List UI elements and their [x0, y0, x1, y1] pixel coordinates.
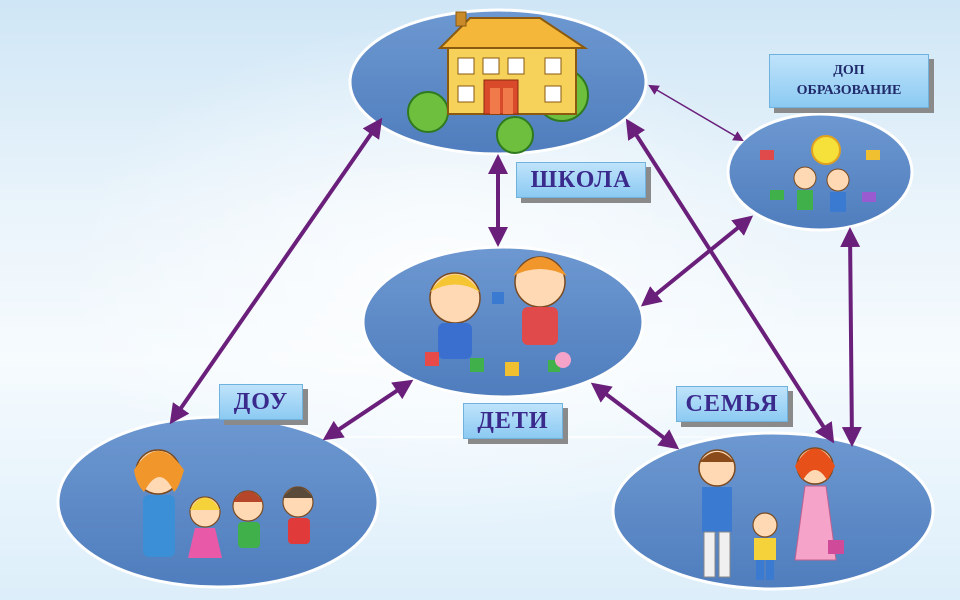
- arrow-extra-family: [840, 227, 862, 447]
- children-ellipse: [361, 245, 645, 399]
- arrow-children-extra: [640, 215, 754, 307]
- extra-education-ellipse: [726, 112, 914, 232]
- label-children: ДЕТИ: [463, 403, 563, 439]
- label-extra-line2: ОБРАЗОВАНИЕ: [796, 83, 902, 98]
- label-family: СЕМЬЯ: [676, 386, 788, 422]
- label-extra-line1: ДОП: [833, 63, 865, 78]
- kindergarten-ellipse: [56, 415, 380, 589]
- arrow-school-extra: [648, 84, 744, 142]
- label-kindergarten: ДОУ: [219, 384, 303, 420]
- extra-education-illustration: [760, 135, 880, 212]
- children-illustration: [425, 256, 571, 376]
- arrow-kindergarten-school: [169, 117, 383, 425]
- school-illustration: [407, 11, 589, 154]
- kindergarten-illustration: [134, 449, 314, 558]
- family-illustration: [698, 447, 844, 580]
- arrow-children-kindergarten: [322, 379, 414, 441]
- label-school: ШКОЛА: [516, 162, 646, 198]
- arrow-children-family: [590, 382, 680, 450]
- label-extra-education: ДОП ОБРАЗОВАНИЕ: [769, 54, 929, 108]
